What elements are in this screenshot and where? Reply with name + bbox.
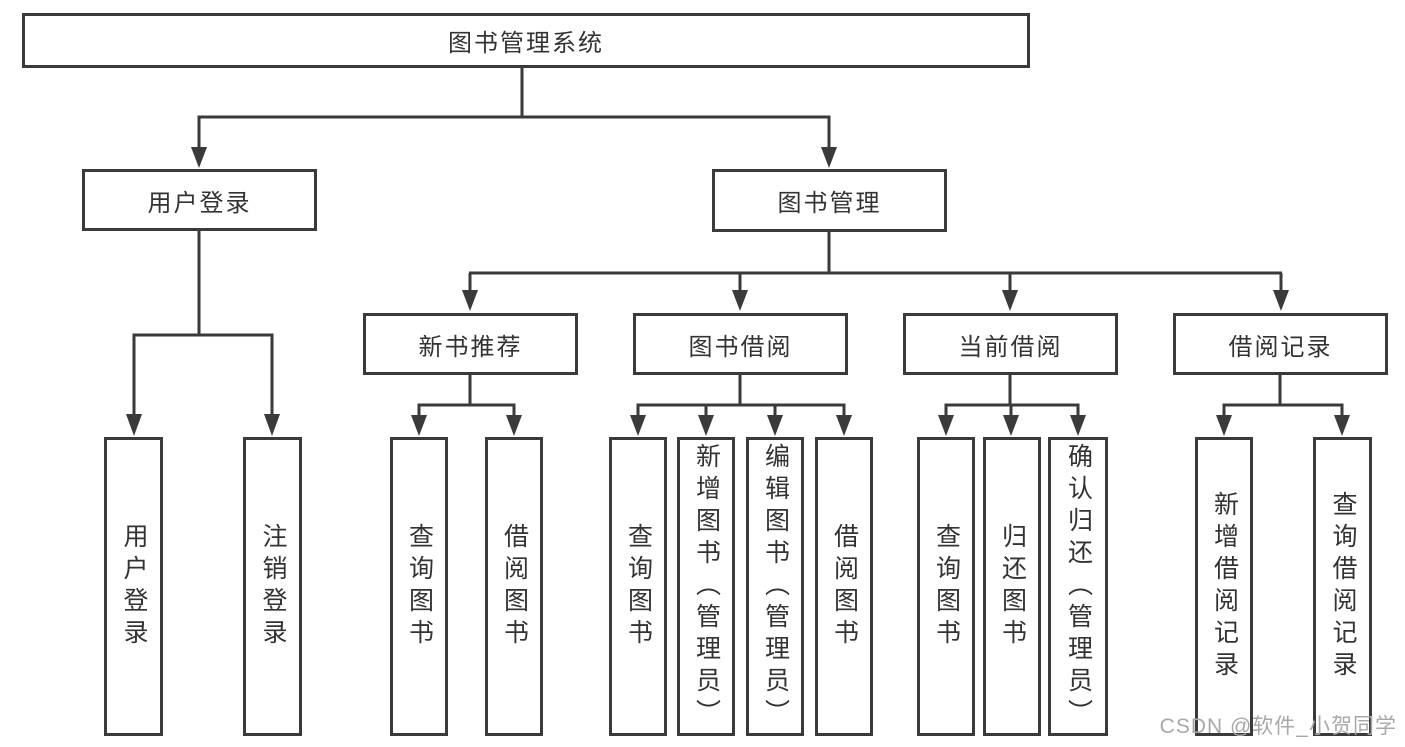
leaf-return-book: 归还图书 [983, 437, 1041, 736]
node-book-borrow: 图书借阅 [633, 313, 848, 375]
leaf-query-borrow-record: 查询借阅记录 [1313, 437, 1372, 736]
leaf-borrow-book-newbook: 借阅图书 [485, 437, 543, 736]
leaf-user-login: 用户登录 [104, 437, 163, 736]
node-root: 图书管理系统 [22, 13, 1030, 68]
node-current-borrow: 当前借阅 [903, 313, 1118, 375]
leaf-query-book-newbook: 查询图书 [390, 437, 448, 736]
leaf-borrow-book-borrow: 借阅图书 [815, 437, 873, 736]
leaf-logout: 注销登录 [243, 437, 302, 736]
leaf-query-book-current: 查询图书 [917, 437, 975, 736]
leaf-confirm-return-admin: 确认归还（管理员） [1048, 437, 1108, 736]
leaf-add-book-admin: 新增图书（管理员） [677, 437, 735, 736]
leaf-add-borrow-record: 新增借阅记录 [1195, 437, 1253, 736]
leaf-query-book-borrow: 查询图书 [609, 437, 667, 736]
leaf-edit-book-admin: 编辑图书（管理员） [746, 437, 804, 736]
node-borrow-record: 借阅记录 [1173, 313, 1388, 375]
node-user-login: 用户登录 [82, 169, 317, 231]
node-new-book-recommend: 新书推荐 [363, 313, 578, 375]
node-book-management: 图书管理 [712, 169, 947, 232]
watermark-text: CSDN @软件_小贺同学 [1159, 715, 1397, 738]
